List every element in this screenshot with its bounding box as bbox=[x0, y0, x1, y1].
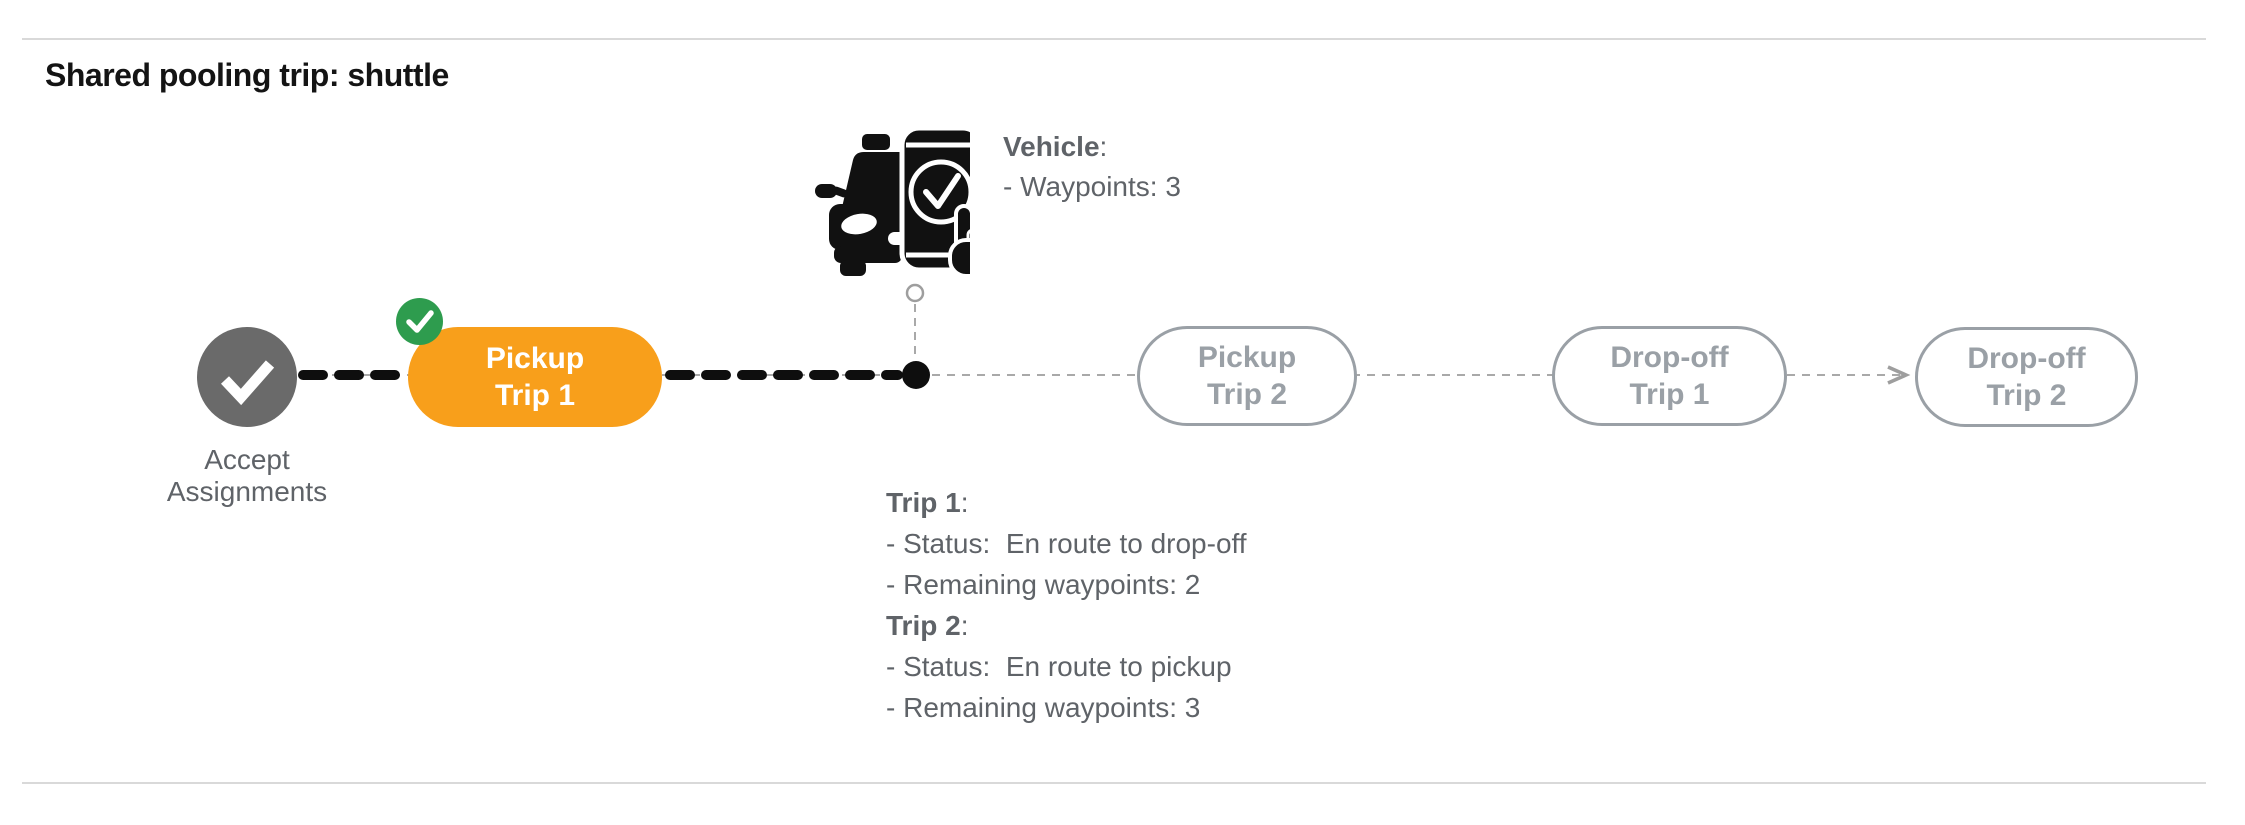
node-dropoff-trip-2: Drop-off Trip 2 bbox=[1915, 327, 2138, 427]
top-divider bbox=[22, 38, 2206, 40]
trip1-remaining: - Remaining waypoints: 2 bbox=[886, 569, 1201, 600]
node-pickup-trip-1: Pickup Trip 1 bbox=[408, 327, 662, 427]
node-accept-assignments bbox=[197, 327, 297, 427]
trip-status-panel: Trip 1: - Status: En route to drop-off -… bbox=[886, 482, 1247, 728]
node-label: Pickup Trip 1 bbox=[485, 342, 585, 412]
node-pickup-trip-2: Pickup Trip 2 bbox=[1137, 326, 1357, 426]
bottom-divider bbox=[22, 782, 2206, 784]
accept-assignments-label: Accept Assignments bbox=[166, 444, 328, 507]
check-icon bbox=[220, 360, 275, 406]
trip1-heading: Trip 1: bbox=[886, 487, 969, 518]
vehicle-waypoints: - Waypoints: 3 bbox=[1003, 171, 1181, 202]
vehicle-position-dot bbox=[902, 361, 930, 389]
vehicle-info-heading: Vehicle: bbox=[1003, 131, 1108, 162]
vehicle-ring-marker bbox=[905, 283, 925, 303]
node-label: Drop-off Trip 2 bbox=[1967, 342, 2086, 412]
node-label: Pickup Trip 2 bbox=[1197, 341, 1297, 411]
completed-badge bbox=[396, 298, 443, 345]
node-label: Drop-off Trip 1 bbox=[1610, 341, 1729, 411]
vehicle-info-panel: Vehicle: - Waypoints: 3 bbox=[1003, 127, 1181, 207]
page-title: Shared pooling trip: shuttle bbox=[45, 57, 449, 93]
trip2-status: - Status: En route to pickup bbox=[886, 651, 1232, 682]
trip2-heading: Trip 2: bbox=[886, 610, 969, 641]
node-dropoff-trip-1: Drop-off Trip 1 bbox=[1552, 326, 1787, 426]
vehicle-phone-check-icon bbox=[815, 125, 970, 278]
check-icon bbox=[406, 310, 434, 333]
trip1-status: - Status: En route to drop-off bbox=[886, 528, 1247, 559]
trip2-remaining: - Remaining waypoints: 3 bbox=[886, 692, 1201, 723]
